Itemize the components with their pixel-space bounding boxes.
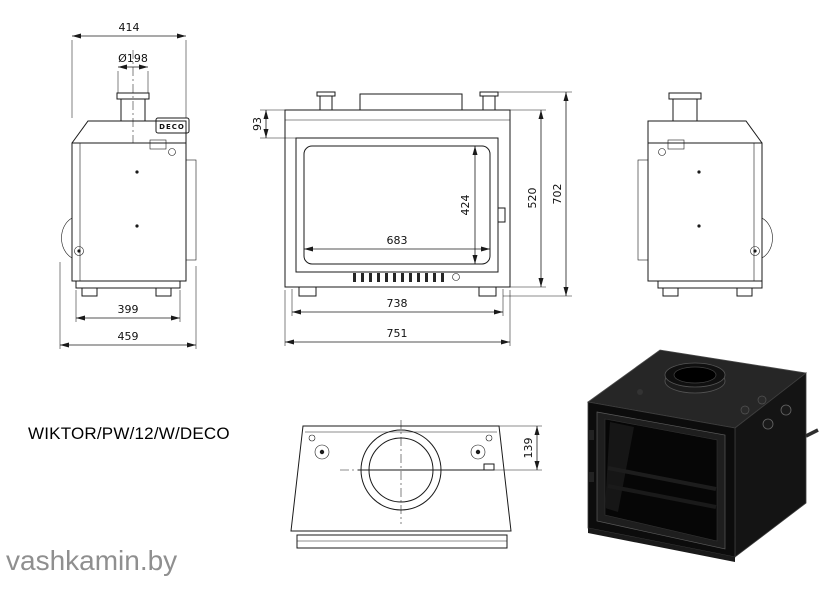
render-fittings [637,389,819,438]
door-handle-side-right [750,217,773,259]
dim-side-total-depth: 459 [59,262,197,349]
air-grille [353,273,460,282]
dim-label-399: 399 [118,303,139,316]
dim-label-459: 459 [118,330,139,343]
dim-total-width: 751 [284,290,511,346]
door-handle-front [497,207,506,223]
top-view: 139 [290,420,542,549]
dim-total-height: 702 [498,91,572,297]
dim-top-flue-offset: 139 [494,425,542,471]
base-side [75,280,181,297]
dim-label-520: 520 [526,188,539,209]
feet-front [298,286,497,297]
dim-label-702: 702 [551,184,564,205]
dim-body-height: 520 [510,109,546,288]
dim-front-top-to-glass: 93 [251,109,296,139]
firebox-body-side-right [637,120,763,282]
deco-badge-label: DECO [159,123,185,131]
firebox-body-front [284,109,511,288]
watermark: vashkamin.by [6,545,178,576]
damper-rod [340,463,495,471]
model-label: WIKTOR/PW/12/W/DECO [28,424,230,443]
dim-label-139: 139 [522,438,535,459]
dim-flue-diameter: Ø198 [117,52,149,93]
side-view-right [637,92,773,297]
base-side-right [657,280,763,297]
base-fascia-top [296,534,508,549]
firebox-body-side [71,120,197,282]
render-hinges [589,430,594,482]
dim-label-414: 414 [119,21,140,34]
dim-label-198: Ø198 [118,52,148,65]
flue-pipe-side-right [668,92,702,121]
dim-glass-width: 683 [304,234,490,252]
door-glass [303,145,491,265]
dim-label-424: 424 [459,195,472,216]
dim-body-width: 738 [291,289,504,316]
flue-pipe-side [116,50,150,152]
side-view-left: DECO 414 Ø198 [59,21,197,349]
front-top-fittings [316,91,499,111]
render-glass-reflection [605,422,634,512]
dim-label-93: 93 [251,117,264,131]
dim-side-top-depth: 414 [71,21,187,118]
front-view: 93 424 683 520 702 [251,91,572,346]
render-bottom-edge [588,528,735,562]
dim-side-base-depth: 399 [75,290,181,322]
dim-label-683: 683 [387,234,408,247]
dim-label-738: 738 [387,297,408,310]
bolt-holes-top [308,434,493,460]
door-handle-side [61,217,84,259]
dim-glass-height: 424 [459,145,483,265]
dim-label-751: 751 [387,327,408,340]
deco-badge: DECO [155,117,190,134]
render-flue-collar [664,362,726,394]
render-3d [586,349,819,562]
